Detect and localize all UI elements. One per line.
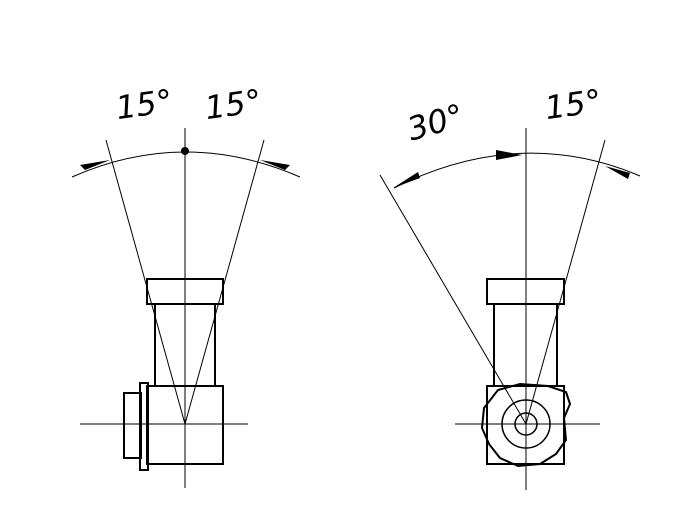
left-top-cap — [146, 278, 224, 305]
left-side-knob — [123, 392, 142, 459]
right-dimension-arc — [393, 152, 641, 189]
right-ray-left — [379, 174, 527, 425]
right-angle-right-label: 15° — [542, 82, 603, 128]
left-dimension-arc — [71, 151, 301, 178]
right-outer-circle — [501, 399, 551, 449]
right-inner-circle — [514, 412, 538, 436]
left-arrow-right — [260, 160, 290, 170]
left-ray-left — [105, 139, 186, 425]
left-view — [71, 128, 301, 488]
right-top-cap — [486, 278, 565, 305]
right-break-outline — [480, 382, 572, 468]
left-arc-center-dot — [181, 147, 189, 155]
right-angle-left-label: 30° — [403, 96, 468, 148]
left-arrow-left — [80, 160, 110, 170]
right-ray-right — [525, 139, 606, 425]
right-view — [379, 128, 641, 490]
left-angle-left-label: 15° — [113, 82, 174, 128]
right-arrow-mid — [496, 150, 522, 160]
left-angle-right-label: 15° — [202, 82, 263, 128]
left-ray-right — [184, 139, 265, 425]
right-arrow-left — [393, 172, 420, 188]
right-arrow-right — [605, 166, 630, 179]
